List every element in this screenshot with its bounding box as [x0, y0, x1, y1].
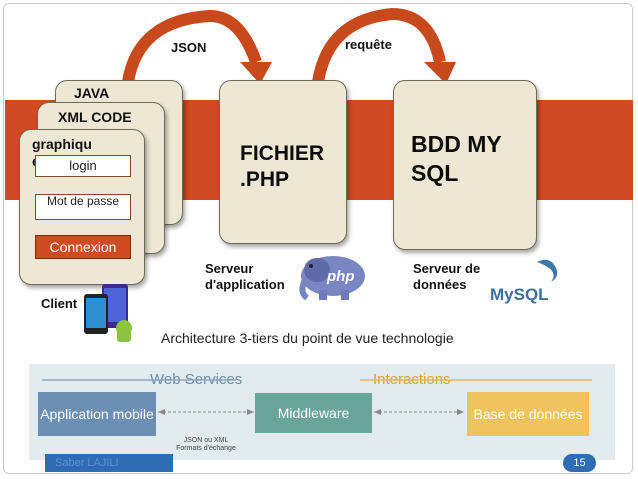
php-file-text: FICHIER .PHP: [240, 142, 324, 192]
password-field[interactable]: Mot de passe: [35, 194, 131, 220]
middleware-db-arrowhead-left: [374, 409, 381, 415]
xml-code-title: XML CODE: [58, 109, 132, 125]
php-elephant-logo: php: [299, 256, 365, 301]
json-label: JSON: [171, 40, 207, 55]
mysql-logo-text: MySQL: [490, 285, 549, 304]
json-arrowhead: [240, 62, 272, 84]
php-logo-text: php: [326, 268, 355, 285]
data-server-label: Serveur de données: [413, 261, 481, 293]
php-file-card: FICHIER .PHP: [219, 80, 347, 244]
requete-arrowhead: [424, 62, 456, 84]
database-box: Base de données: [467, 392, 589, 436]
mysql-logo: MySQL: [490, 259, 558, 304]
exchange-note-text: Formats d'échange: [176, 445, 236, 453]
mobile-middleware-arrowhead-left: [158, 409, 165, 415]
json-arrow: [122, 9, 262, 84]
database-card: BDD MY SQL: [393, 80, 537, 250]
mobile-app-box: Application mobile: [38, 392, 156, 436]
caption: Architecture 3-tiers du point de vue tec…: [161, 330, 454, 346]
requete-label: requête: [345, 37, 392, 52]
client-label: Client: [41, 296, 78, 311]
exchange-format-text: JSON ou XML: [183, 437, 229, 444]
requete-arrow: [312, 7, 446, 84]
mobile-middleware-arrowhead-right: [247, 409, 254, 415]
app-server-label: Serveur d'application: [205, 261, 285, 293]
database-text: BDD MY SQL: [411, 131, 502, 186]
graphique-card: graphique login Mot de passe Connexion: [19, 129, 145, 285]
middleware-db-arrowhead-right: [457, 409, 464, 415]
author-footer: Saber LAJILI: [45, 454, 173, 472]
mobile-devices-icon: [84, 284, 132, 342]
login-field[interactable]: login: [35, 155, 131, 177]
exchange-format-label: JSON ou XML Formats d'échange: [166, 437, 246, 454]
middleware-box: Middleware: [255, 393, 372, 433]
connexion-button[interactable]: Connexion: [35, 235, 131, 259]
page-number-badge: 15: [563, 454, 596, 472]
